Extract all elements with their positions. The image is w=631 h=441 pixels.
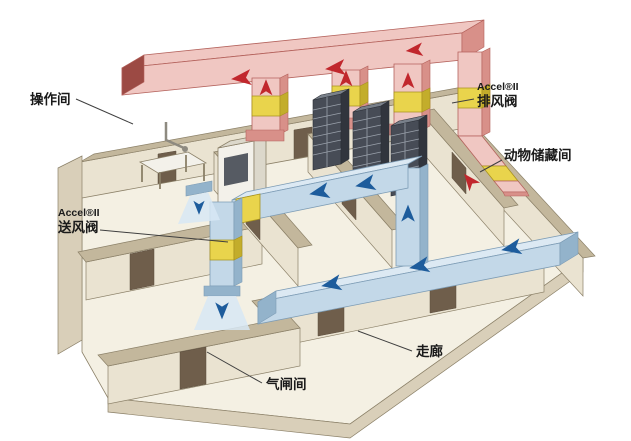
- label-supply-brand: Accel®II: [58, 207, 100, 219]
- airlock-diffuser: [203, 285, 241, 297]
- supply-trunk-left-end: [257, 290, 277, 325]
- label-corridor: 走廊: [416, 343, 443, 359]
- leader-corridor: [357, 330, 413, 352]
- label-exhaust-brand: Accel®II: [477, 81, 519, 93]
- exhaust-trunk-open-end: [121, 54, 145, 96]
- supply-drop-airlock: [194, 197, 250, 330]
- label-airlock-room: 气闸间: [265, 376, 307, 392]
- ceiling-grille-1: [245, 129, 285, 142]
- accel-exhaust-valve-3: [393, 91, 423, 113]
- door-mid-wall: [129, 248, 155, 291]
- snorkel-arm: [164, 122, 185, 150]
- hood-opening: [224, 153, 248, 186]
- left-exterior-wall: [57, 155, 83, 355]
- label-exhaust-valve: 排风阀: [477, 93, 518, 109]
- leader-supply-valve: [99, 229, 229, 243]
- leader-airlock: [206, 351, 263, 384]
- animal-rack-1: [312, 88, 350, 171]
- door-airlock: [179, 346, 207, 390]
- label-operation-room: 操作间: [30, 91, 71, 107]
- snorkel-head: [182, 146, 188, 152]
- leader-exhaust-valve: [451, 98, 475, 104]
- label-animal-storage-room: 动物储藏间: [504, 147, 572, 163]
- door-wall-3: [451, 151, 467, 195]
- exhaust-trunk-end-cap: [461, 19, 485, 61]
- labels: 操作间 Accel®II 排风阀 动物储藏间 Accel®II 送风阀 走廊 气…: [30, 81, 572, 392]
- exhaust-branch-1: [245, 73, 289, 142]
- exhaust-right-riser: [457, 47, 530, 197]
- leader-operation-room: [75, 98, 134, 125]
- accel-supply-valve-drop: [209, 239, 235, 261]
- lab-table: [138, 122, 208, 189]
- supply-system: [178, 155, 579, 330]
- table-legs: [141, 155, 205, 189]
- leader-animal-storage: [479, 159, 503, 173]
- leader-lines: [75, 98, 503, 384]
- table-top: [138, 151, 208, 174]
- label-supply-valve: 送风阀: [57, 219, 99, 235]
- supply-trunk-right-end: [559, 231, 579, 266]
- accel-exhaust-valve-1: [251, 95, 281, 117]
